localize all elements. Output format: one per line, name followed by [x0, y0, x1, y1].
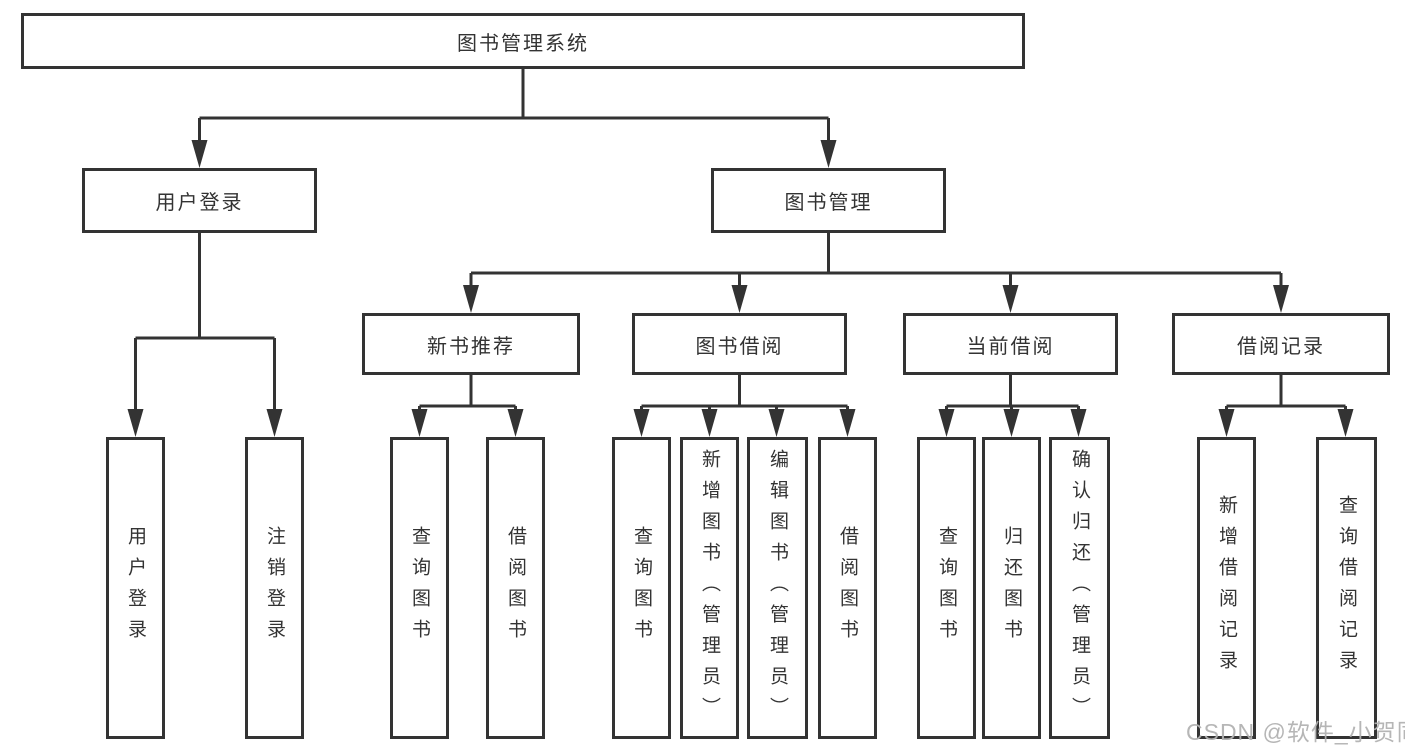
leaf-query-books: 查询图书 [612, 437, 671, 739]
leaf-return-books: 归还图书 [982, 437, 1041, 739]
node-label: 新书推荐 [427, 335, 515, 358]
leaf-query-borrow-record: 查询借阅记录 [1316, 437, 1377, 739]
node-label: 借阅记录 [1237, 335, 1325, 358]
leaf-label: 确认归还（管理员） [1069, 448, 1090, 728]
leaf-label: 查询图书 [936, 526, 957, 650]
leaf-label: 编辑图书（管理员） [767, 448, 788, 728]
leaf-label: 借阅图书 [837, 526, 858, 650]
node-user-login: 用户登录 [82, 168, 317, 233]
leaf-borrow-books: 借阅图书 [818, 437, 877, 739]
leaf-query-books: 查询图书 [917, 437, 976, 739]
leaf-confirm-return-admin: 确认归还（管理员） [1049, 437, 1110, 739]
node-current-borrowing: 当前借阅 [903, 313, 1118, 375]
leaf-label: 新增图书（管理员） [699, 448, 720, 728]
leaf-query-books: 查询图书 [390, 437, 449, 739]
leaf-label: 新增借阅记录 [1216, 495, 1237, 681]
leaf-label: 查询图书 [631, 526, 652, 650]
leaf-label: 查询图书 [409, 526, 430, 650]
node-library-management-system: 图书管理系统 [21, 13, 1025, 69]
leaf-add-book-admin: 新增图书（管理员） [680, 437, 739, 739]
leaf-logout-login: 注销登录 [245, 437, 304, 739]
leaf-label: 借阅图书 [505, 526, 526, 650]
node-book-borrowing: 图书借阅 [632, 313, 847, 375]
node-label: 图书管理 [784, 192, 873, 214]
node-borrowing-records: 借阅记录 [1172, 313, 1390, 375]
leaf-user-login: 用户登录 [106, 437, 165, 739]
leaf-label: 归还图书 [1001, 526, 1022, 650]
node-book-management: 图书管理 [711, 168, 946, 233]
node-label: 图书借阅 [695, 335, 784, 358]
csdn-watermark: CSDN @软件_小贺同学 [1186, 719, 1405, 745]
leaf-label: 注销登录 [264, 526, 285, 650]
leaf-add-borrow-record: 新增借阅记录 [1197, 437, 1256, 739]
node-label: 当前借阅 [966, 335, 1055, 358]
leaf-label: 查询借阅记录 [1336, 495, 1357, 681]
leaf-borrow-books: 借阅图书 [486, 437, 545, 739]
node-label: 用户登录 [155, 192, 244, 214]
node-label: 图书管理系统 [457, 32, 589, 55]
leaf-label: 用户登录 [125, 526, 146, 650]
leaf-edit-book-admin: 编辑图书（管理员） [747, 437, 808, 739]
node-new-book-recommendation: 新书推荐 [362, 313, 580, 375]
